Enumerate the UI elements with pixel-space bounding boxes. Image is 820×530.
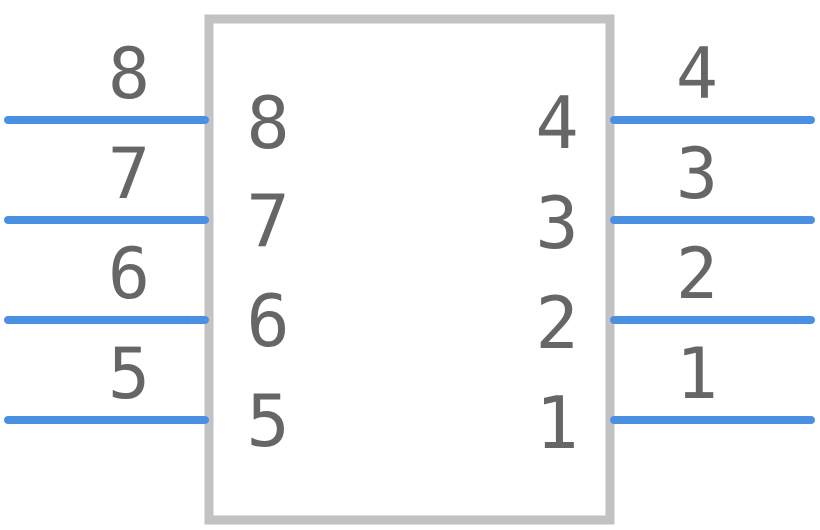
pin-number-left-1: 8 — [108, 33, 150, 115]
pin-name-right-3: 2 — [535, 281, 578, 365]
pin-name-right-1: 4 — [535, 81, 578, 165]
pin-name-left-2: 7 — [246, 179, 289, 263]
pin-number-left-2: 7 — [108, 133, 150, 215]
pin-name-left-4: 5 — [246, 379, 289, 463]
pin-number-right-2: 3 — [676, 133, 718, 215]
pin-name-left-3: 6 — [246, 279, 289, 363]
right-pin-group: 4 3 2 1 4 3 2 1 — [535, 33, 815, 465]
pin-number-left-3: 6 — [108, 233, 150, 315]
pin-number-left-4: 5 — [108, 333, 150, 415]
pin-name-left-1: 8 — [246, 81, 289, 165]
pin-number-right-4: 1 — [676, 333, 718, 415]
component-body — [204, 14, 615, 525]
pin-number-right-1: 4 — [676, 33, 718, 115]
left-pin-group: 8 7 6 5 8 7 6 5 — [4, 33, 290, 463]
pin-name-right-2: 3 — [535, 181, 578, 265]
pin-number-right-3: 2 — [676, 233, 718, 315]
pin-name-right-4: 1 — [535, 381, 578, 465]
